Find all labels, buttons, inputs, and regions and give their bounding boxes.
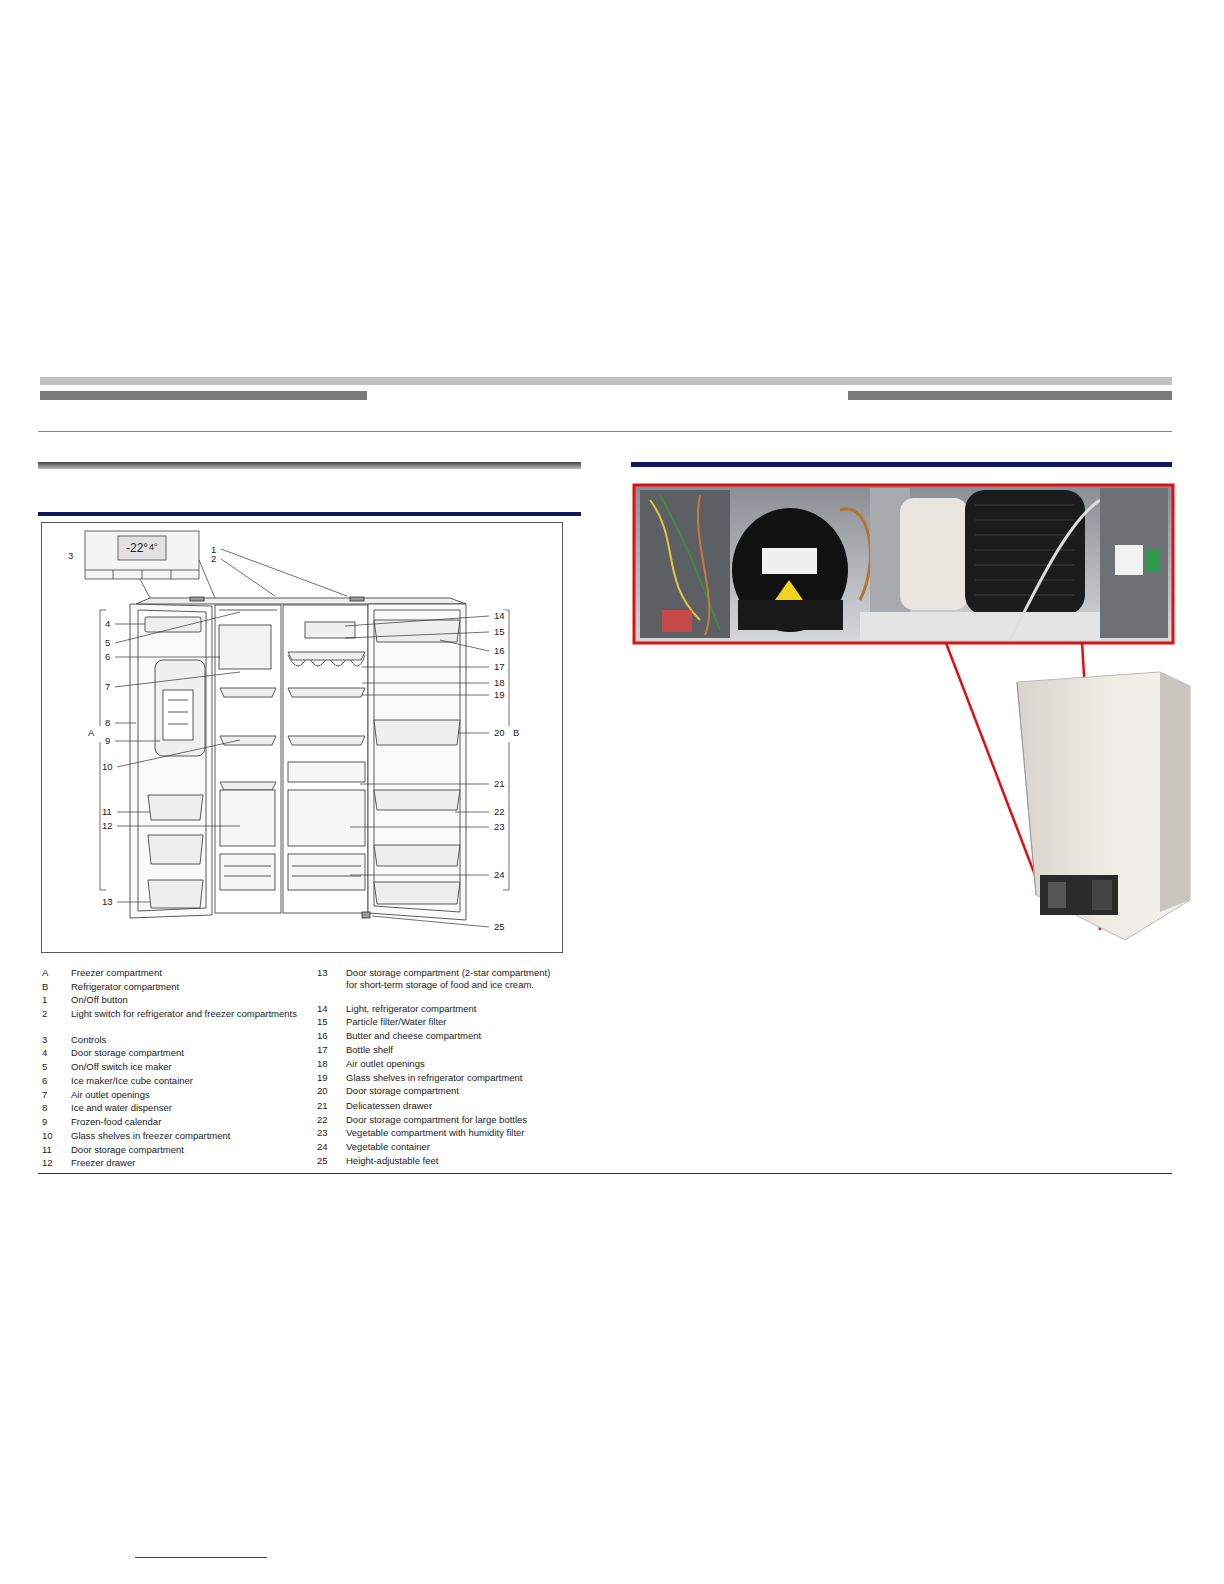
key-number: 22 xyxy=(317,1114,328,1126)
key-description: On/Off switch ice maker xyxy=(71,1061,303,1073)
key-description: Frozen-food calendar xyxy=(71,1116,303,1128)
key-number: 15 xyxy=(317,1016,328,1028)
callout-number: 18 xyxy=(493,677,506,689)
key-description: Freezer drawer xyxy=(71,1157,303,1169)
callout-number: 19 xyxy=(493,689,506,701)
callout-number: 13 xyxy=(101,896,114,908)
control-panel xyxy=(85,531,215,598)
key-description: Refrigerator compartment xyxy=(71,981,303,993)
callout-number: B xyxy=(512,727,520,739)
callout-number: 11 xyxy=(101,806,113,818)
callout-number: 9 xyxy=(104,735,111,747)
key-number: 18 xyxy=(317,1058,328,1070)
key-description: Door storage compartment xyxy=(71,1047,303,1059)
callout-number: 17 xyxy=(493,661,506,673)
callout-number: 16 xyxy=(493,645,506,657)
callout-number: 22 xyxy=(493,806,506,818)
key-description: Light, refrigerator compartment xyxy=(346,1003,560,1015)
key-number: 3 xyxy=(42,1034,47,1046)
callout-number: 3 xyxy=(67,550,74,562)
key-description: Ice maker/Ice cube container xyxy=(71,1075,303,1087)
leader-lines xyxy=(100,549,509,927)
fridge-back-photo xyxy=(1017,672,1190,940)
key-number: B xyxy=(42,981,48,993)
key-number: 4 xyxy=(42,1047,47,1059)
callout-number: 12 xyxy=(101,820,114,832)
key-number: 19 xyxy=(317,1072,328,1084)
key-description: Door storage compartment xyxy=(71,1144,303,1156)
key-number: 10 xyxy=(42,1130,53,1142)
callout-number: 25 xyxy=(493,921,506,933)
key-number: A xyxy=(42,967,48,979)
key-description: Controls xyxy=(71,1034,303,1046)
key-description: Butter and cheese compartment xyxy=(346,1030,560,1042)
key-number: 20 xyxy=(317,1085,328,1097)
key-number: 12 xyxy=(42,1157,53,1169)
display-reading: 4° xyxy=(149,542,158,553)
callout-number: 2 xyxy=(210,553,217,565)
key-number: 17 xyxy=(317,1044,328,1056)
key-number: 13 xyxy=(317,967,328,979)
key-number: 23 xyxy=(317,1127,328,1139)
key-description: Vegetable container xyxy=(346,1141,560,1153)
key-number: 24 xyxy=(317,1141,328,1153)
callout-number: A xyxy=(87,727,95,739)
callout-number: 20 xyxy=(493,727,506,739)
key-number: 16 xyxy=(317,1030,328,1042)
key-description: Freezer compartment xyxy=(71,967,303,979)
callout-number: 21 xyxy=(493,778,506,790)
key-description: Air outlet openings xyxy=(346,1058,560,1070)
callout-number: 8 xyxy=(104,717,111,729)
display-reading: -22° xyxy=(126,541,148,555)
callout-number: 15 xyxy=(493,626,506,638)
key-description: Bottle shelf xyxy=(346,1044,560,1056)
key-description: Delicatessen drawer xyxy=(346,1100,560,1112)
callout-number: 6 xyxy=(104,651,111,663)
key-description: Vegetable compartment with humidity filt… xyxy=(346,1127,560,1139)
callout-number: 7 xyxy=(104,681,111,693)
key-description: Height-adjustable feet xyxy=(346,1155,560,1167)
key-number: 14 xyxy=(317,1003,328,1015)
callout-number: 5 xyxy=(104,637,111,649)
key-number: 5 xyxy=(42,1061,47,1073)
key-number: 25 xyxy=(317,1155,328,1167)
key-description: Door storage compartment for large bottl… xyxy=(346,1114,560,1126)
key-number: 7 xyxy=(42,1089,47,1101)
key-description: Air outlet openings xyxy=(71,1089,303,1101)
key-number: 2 xyxy=(42,1008,47,1020)
callout-number: 24 xyxy=(493,869,506,881)
key-number: 21 xyxy=(317,1100,328,1112)
callout-number: 10 xyxy=(101,761,114,773)
key-number: 11 xyxy=(42,1144,52,1156)
key-description: Door storage compartment xyxy=(346,1085,560,1097)
key-description: Glass shelves in freezer compartment xyxy=(71,1130,303,1142)
key-description: Light switch for refrigerator and freeze… xyxy=(71,1008,303,1020)
key-description: Particle filter/Water filter xyxy=(346,1016,560,1028)
key-number: 9 xyxy=(42,1116,47,1128)
key-description: On/Off button xyxy=(71,994,303,1006)
key-description: Ice and water dispenser xyxy=(71,1102,303,1114)
key-description: Glass shelves in refrigerator compartmen… xyxy=(346,1072,560,1084)
key-number: 8 xyxy=(42,1102,47,1114)
key-number: 1 xyxy=(42,994,47,1006)
callout-number: 4 xyxy=(104,618,111,630)
callout-number: 23 xyxy=(493,821,506,833)
key-number: 6 xyxy=(42,1075,47,1087)
callout-number: 14 xyxy=(493,610,506,622)
key-description: Door storage compartment (2-star compart… xyxy=(346,967,560,990)
fridge-drawing xyxy=(130,597,466,920)
